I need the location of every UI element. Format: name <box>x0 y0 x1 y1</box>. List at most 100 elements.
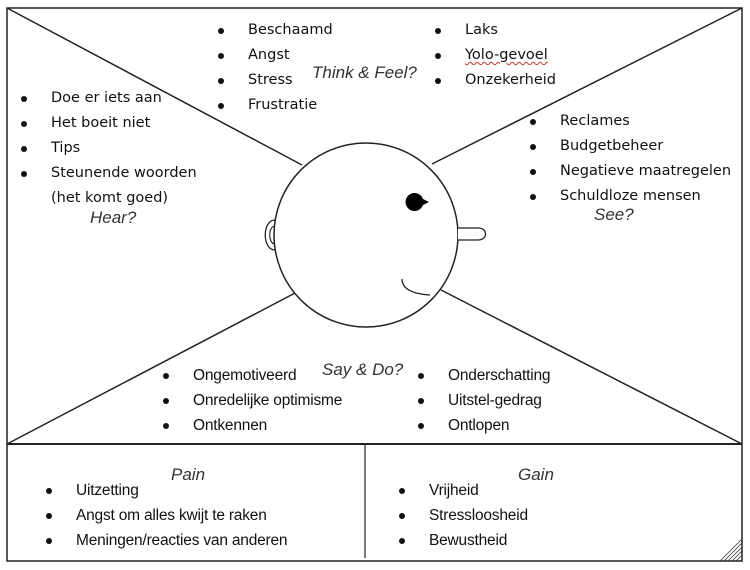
list-item-text: Doe er iets aan <box>51 90 162 106</box>
list-item: Onzekerheid <box>435 68 556 93</box>
diagonal-top-right <box>431 7 743 165</box>
list-item-text: (het komt goed) <box>51 190 169 206</box>
list-item: Bewustheid <box>399 528 528 553</box>
bullet-icon <box>399 513 405 519</box>
bullet-icon <box>399 488 405 494</box>
diagonal-bottom-left <box>6 291 298 445</box>
bullet-icon <box>435 28 441 34</box>
list-item-text: Schuldloze mensen <box>560 188 701 204</box>
list-item: Tips <box>21 136 197 161</box>
eye-icon <box>405 192 429 211</box>
mouth-icon <box>401 278 431 296</box>
diagonal-top-left <box>6 7 303 166</box>
pain-list: Uitzetting Angst om alles kwijt te raken… <box>46 478 288 553</box>
list-item-text: Vrijheid <box>429 482 479 499</box>
bullet-icon <box>218 53 224 59</box>
list-item-text: Negatieve maatregelen <box>560 163 732 179</box>
see-label: See? <box>594 205 634 224</box>
bullet-icon <box>530 144 536 150</box>
list-item: Frustratie <box>218 93 333 118</box>
bullet-icon <box>530 194 536 200</box>
list-item: Negatieve maatregelen <box>530 159 731 184</box>
list-item-text: Steunende woorden <box>51 165 197 181</box>
list-item-text: Onzekerheid <box>465 72 556 88</box>
bullet-icon <box>218 28 224 34</box>
list-item: Beschaamd <box>218 18 333 43</box>
corner-hatch <box>719 538 743 562</box>
list-item-text: Onredelijke optimisme <box>193 392 343 409</box>
list-item-text: Ongemotiveerd <box>193 367 297 384</box>
bullet-icon <box>21 96 27 102</box>
see-list: Reclames Budgetbeheer Negatieve maatrege… <box>530 109 731 209</box>
list-item-text: Uitstel-gedrag <box>448 392 542 409</box>
list-item-text: Het boeit niet <box>51 115 151 131</box>
list-item: Steunende woorden <box>21 161 197 186</box>
list-item-text: Budgetbeheer <box>560 138 664 154</box>
think-feel-list-left: Beschaamd Angst Stress Frustratie <box>218 18 333 118</box>
head-circle <box>273 142 459 328</box>
list-item: Onredelijke optimisme <box>163 388 342 413</box>
list-item: Onderschatting <box>418 363 551 388</box>
hear-label: Hear? <box>90 208 137 227</box>
list-item-text-spellcheck: Yolo-gevoel <box>465 47 548 63</box>
list-item-text: Angst <box>248 47 290 63</box>
say-do-label: Say & Do? <box>322 360 404 379</box>
bullet-icon <box>435 78 441 84</box>
bullet-icon <box>435 53 441 59</box>
list-item: Reclames <box>530 109 731 134</box>
nose-icon <box>458 227 487 241</box>
list-item: Vrijheid <box>399 478 528 503</box>
hear-list: Doe er iets aan Het boeit niet Tips Steu… <box>21 86 197 211</box>
pain-label: Pain <box>171 465 206 484</box>
list-item-text: Tips <box>51 140 81 156</box>
list-item-text: Ontkennen <box>193 417 268 434</box>
bullet-icon <box>418 373 424 379</box>
bullet-icon <box>21 171 27 177</box>
list-item-text: Bewustheid <box>429 532 508 549</box>
outer-frame <box>6 7 743 562</box>
list-item: Doe er iets aan <box>21 86 197 111</box>
list-item: Budgetbeheer <box>530 134 731 159</box>
list-item: Yolo-gevoel <box>435 43 556 68</box>
bullet-icon <box>530 119 536 125</box>
bullet-icon <box>418 398 424 404</box>
bullet-icon <box>46 538 52 544</box>
gain-list: Vrijheid Stressloosheid Bewustheid <box>399 478 528 553</box>
bullet-icon <box>530 169 536 175</box>
bullet-icon <box>163 423 169 429</box>
list-item-text: Laks <box>465 22 498 38</box>
list-item: Ontlopen <box>418 413 550 438</box>
list-item-text: Beschaamd <box>248 22 333 38</box>
say-do-list-right: Onderschatting Uitstel-gedrag Ontlopen <box>418 363 551 438</box>
list-item-text: Reclames <box>560 113 630 129</box>
list-item: Ongemotiveerd <box>163 363 342 388</box>
diagonal-bottom-right <box>440 289 743 445</box>
say-do-list-left: Ongemotiveerd Onredelijke optimisme Ontk… <box>163 363 342 438</box>
list-item: Meningen/reacties van anderen <box>46 528 288 553</box>
list-item: Het boeit niet <box>21 111 197 136</box>
list-item-continuation: (het komt goed) <box>21 186 197 211</box>
bullet-icon <box>399 538 405 544</box>
bullet-icon <box>163 373 169 379</box>
bullet-icon <box>21 146 27 152</box>
list-item: Schuldloze mensen <box>530 184 731 209</box>
list-item: Angst om alles kwijt te raken <box>46 503 287 528</box>
list-item: Stressloosheid <box>399 503 528 528</box>
bullet-icon <box>46 513 52 519</box>
list-item-text: Angst om alles kwijt te raken <box>76 507 267 524</box>
list-item-text: Stress <box>248 72 293 88</box>
ear-icon <box>264 219 276 251</box>
think-feel-list-right: Laks Yolo-gevoel Onzekerheid <box>435 18 556 93</box>
bullet-icon <box>418 423 424 429</box>
bullet-icon <box>21 121 27 127</box>
list-item: Ontkennen <box>163 413 342 438</box>
list-item-text: Frustratie <box>248 97 318 113</box>
bullet-icon <box>218 78 224 84</box>
think-feel-label: Think & Feel? <box>312 63 417 82</box>
list-item: Angst <box>218 43 333 68</box>
gain-label: Gain <box>518 465 554 484</box>
list-item: Uitstel-gedrag <box>418 388 550 413</box>
bullet-icon <box>46 488 52 494</box>
list-item: Stress <box>218 68 333 93</box>
